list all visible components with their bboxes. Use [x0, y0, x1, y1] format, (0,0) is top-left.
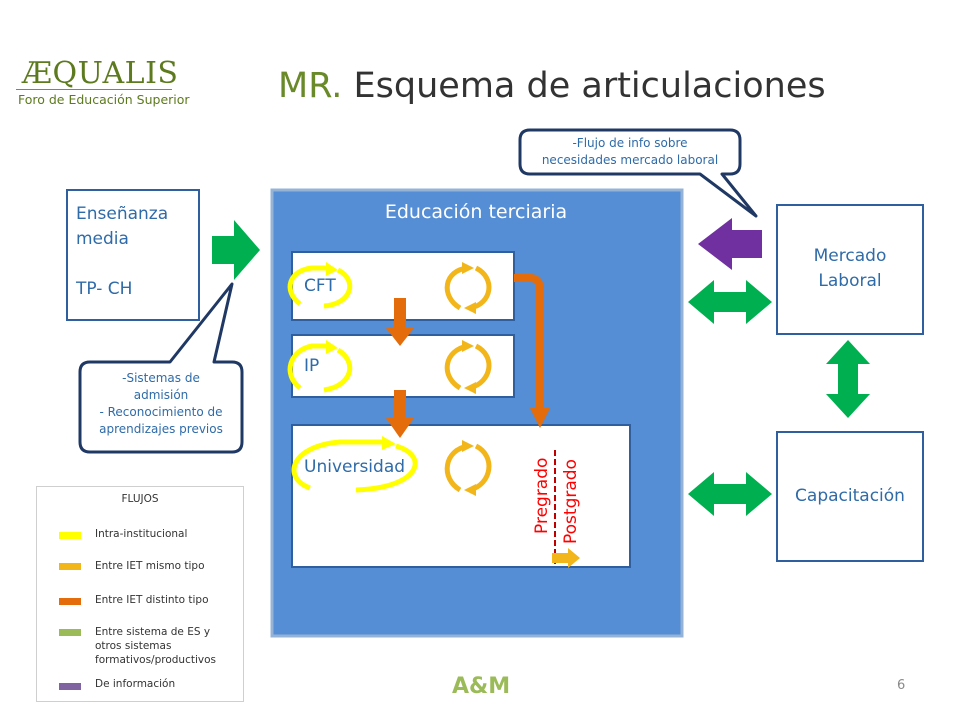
- pregrado-to-postgrado-arrow: [552, 548, 580, 568]
- capacitacion-box: [776, 431, 924, 562]
- mercado-capacitacion-double-arrow: [826, 340, 870, 418]
- legend-label-same-type: Entre IET mismo tipo: [95, 560, 205, 572]
- ensenanza-line1: Enseñanza: [76, 204, 169, 224]
- callout-top: [518, 128, 758, 218]
- legend-swatch-intra: [59, 532, 81, 539]
- terciaria-mercado-double-arrow: [688, 280, 772, 324]
- ensenanza-line3: TP- CH: [76, 279, 133, 299]
- intra-loop-universidad-icon: [291, 436, 418, 493]
- mercado-line1: Mercado: [813, 246, 887, 266]
- legend-label-intra: Intra-institucional: [95, 528, 188, 540]
- callout-left-line1: -Sistemas de: [122, 371, 200, 385]
- cft-label: CFT: [304, 276, 336, 296]
- legend-swatch-information: [59, 683, 81, 690]
- same-type-loop-cft-icon: [444, 262, 492, 314]
- ensenanza-line2: media: [76, 229, 129, 249]
- legend-swatch-external: [59, 629, 81, 636]
- capacitacion-label: Capacitación: [795, 486, 905, 506]
- callout-left-text: -Sistemas de admisión - Reconocimiento d…: [82, 370, 240, 438]
- title-text: Esquema de articulaciones: [353, 66, 826, 106]
- same-type-loop-ip-icon: [444, 340, 492, 394]
- intra-loop-cft-icon: [287, 262, 353, 309]
- educacion-terciaria-label: Educación terciaria: [385, 201, 567, 223]
- mercado-laboral-label: Mercado Laboral: [777, 244, 923, 294]
- callout-left: [78, 282, 244, 454]
- callout-top-text: -Flujo de info sobre necesidades mercado…: [522, 135, 738, 169]
- logo-wordmark: ÆQUALIS: [22, 56, 179, 91]
- ensenanza-media-box: [66, 189, 200, 321]
- mercado-laboral-box: [776, 204, 924, 335]
- same-type-loop-universidad-icon: [444, 440, 492, 496]
- legend-label-external: Entre sistema de ES y otros sistemas for…: [95, 626, 217, 666]
- mercado-line2: Laboral: [818, 271, 882, 291]
- intra-loop-ip-icon: [287, 340, 353, 393]
- callout-left-line2: admisión: [133, 388, 189, 402]
- cft-to-postgrado-arrow: [514, 274, 550, 428]
- cft-to-ip-arrow: [386, 298, 414, 346]
- callout-left-line3: - Reconocimiento de: [99, 405, 223, 419]
- terciaria-capacitacion-double-arrow: [688, 472, 772, 516]
- page-number: 6: [897, 678, 906, 693]
- ip-label: IP: [304, 356, 320, 376]
- legend-label-different-type: Entre IET distinto tipo: [95, 594, 209, 606]
- legend-swatch-same-type: [59, 563, 81, 570]
- title-prefix: MR.: [278, 66, 343, 106]
- legend-swatch-different-type: [59, 598, 81, 605]
- callout-top-line2: necesidades mercado laboral: [541, 153, 719, 167]
- info-flow-arrow: [698, 218, 762, 270]
- legend-title: FLUJOS: [121, 493, 159, 505]
- flows-legend: FLUJOS Intra-institucional Entre IET mis…: [36, 486, 244, 702]
- footer-brand: A&M: [452, 674, 511, 699]
- page-title: MR. Esquema de articulaciones: [278, 66, 826, 106]
- ip-to-universidad-arrow: [386, 390, 414, 438]
- logo-divider: [16, 89, 172, 90]
- callout-top-line1: -Flujo de info sobre: [572, 136, 688, 150]
- ensenanza-media-label: Enseñanza media TP- CH: [76, 202, 168, 302]
- legend-label-information: De información: [95, 678, 176, 690]
- callout-left-line4: aprendizajes previos: [99, 422, 223, 436]
- pregrado-label: Pregrado: [532, 458, 552, 534]
- ensenanza-to-terciaria-arrow: [212, 220, 260, 280]
- universidad-label: Universidad: [304, 457, 406, 477]
- postgrado-label: Postgrado: [561, 459, 581, 544]
- logo-subtitle: Foro de Educación Superior: [18, 92, 190, 107]
